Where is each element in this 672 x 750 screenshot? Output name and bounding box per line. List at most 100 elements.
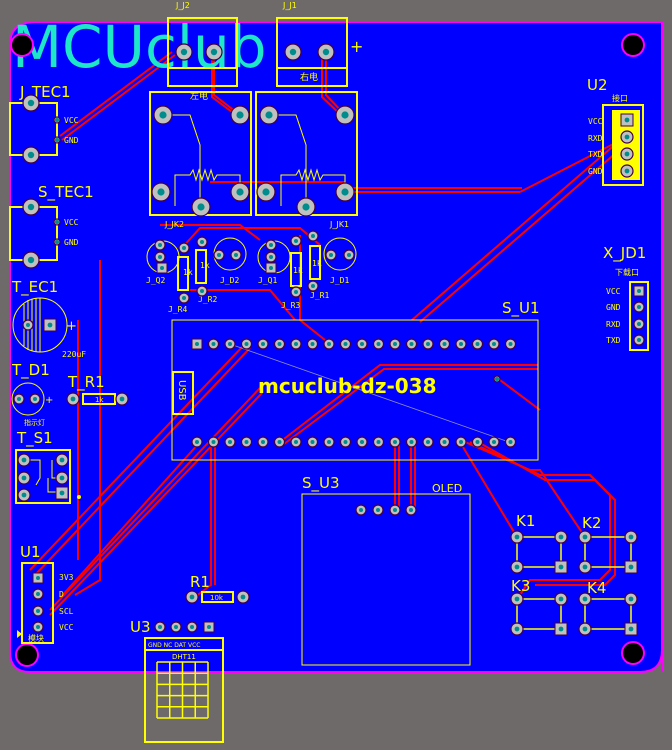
pad bbox=[335, 182, 355, 202]
pad bbox=[455, 338, 467, 350]
square-pad bbox=[554, 560, 568, 574]
j-r3-value: 1k bbox=[293, 266, 303, 275]
pad bbox=[405, 436, 418, 448]
pad bbox=[554, 530, 568, 544]
pad bbox=[510, 592, 524, 606]
square-pad bbox=[624, 560, 638, 574]
pad bbox=[53, 218, 61, 226]
square-pad bbox=[55, 486, 69, 500]
square-pad bbox=[624, 622, 638, 636]
pad bbox=[257, 338, 269, 350]
pad bbox=[356, 338, 368, 350]
pad bbox=[22, 94, 40, 112]
pad bbox=[307, 230, 319, 242]
pad bbox=[22, 251, 40, 269]
pad bbox=[306, 436, 319, 448]
s-u3-label: S_U3 bbox=[302, 474, 340, 493]
pad bbox=[488, 436, 500, 448]
pad bbox=[213, 249, 225, 261]
u3-label: U3 bbox=[130, 618, 151, 636]
u2-outline bbox=[602, 104, 644, 186]
square-pad bbox=[43, 318, 57, 332]
mcuclub-logo: MCUclub bbox=[12, 13, 267, 81]
j-r4-label: J_R4 bbox=[168, 305, 187, 314]
u1-outline bbox=[21, 562, 54, 644]
r1-label: R1 bbox=[190, 573, 210, 591]
pad bbox=[389, 338, 401, 350]
pad bbox=[196, 285, 208, 297]
pad bbox=[471, 436, 484, 448]
pad bbox=[257, 436, 269, 448]
pad bbox=[55, 471, 69, 485]
pad bbox=[578, 530, 592, 544]
pad bbox=[290, 235, 302, 247]
u1-pin-4: VCC bbox=[59, 623, 74, 632]
u1-label: U1 bbox=[20, 543, 41, 561]
x-jd1-pin-4: TXD bbox=[606, 336, 621, 345]
pad bbox=[493, 375, 501, 383]
u3-type: DHT11 bbox=[172, 653, 196, 661]
u2-label: U2 bbox=[587, 76, 608, 94]
pad bbox=[256, 182, 276, 202]
pad bbox=[633, 301, 645, 313]
j-jk1-symbol bbox=[271, 114, 346, 206]
pad bbox=[389, 504, 401, 516]
t-ec1-plus: + bbox=[66, 319, 77, 334]
pad bbox=[17, 488, 31, 502]
s-u1-usb-label: USB bbox=[176, 380, 187, 401]
pad bbox=[323, 338, 335, 350]
pad bbox=[343, 249, 355, 261]
pad bbox=[55, 453, 69, 467]
pad bbox=[578, 622, 592, 636]
pad bbox=[178, 242, 190, 254]
k2-label: K2 bbox=[582, 514, 601, 532]
pad bbox=[32, 605, 44, 617]
pad bbox=[175, 43, 193, 61]
t-d1-label: T_D1 bbox=[11, 361, 50, 380]
j-tec1-pin-gnd: GND bbox=[64, 136, 79, 145]
t-r1-body bbox=[82, 393, 116, 405]
pad bbox=[240, 436, 253, 448]
pad bbox=[290, 286, 302, 298]
j-q2-label: J_Q2 bbox=[146, 276, 165, 285]
u3-sensor-grid bbox=[156, 661, 209, 719]
pad bbox=[273, 436, 286, 448]
j-j1-plus: + bbox=[350, 37, 363, 56]
pad bbox=[620, 130, 634, 144]
square-pad bbox=[156, 262, 168, 274]
u1-note: 模块 bbox=[28, 633, 44, 643]
j-tec1-pin-vcc: VCC bbox=[64, 116, 79, 125]
square-pad bbox=[191, 338, 203, 350]
x-jd1-pin-1: VCC bbox=[606, 287, 621, 296]
u1-pin1-marker bbox=[17, 630, 22, 638]
pad bbox=[154, 251, 166, 263]
pad bbox=[372, 436, 385, 448]
pad bbox=[273, 338, 286, 350]
t-d1-plus: + bbox=[45, 395, 53, 406]
u2-pin-2: RXD bbox=[588, 134, 603, 143]
pad bbox=[22, 198, 40, 216]
pad bbox=[13, 393, 25, 405]
j-d2-label: J_D2 bbox=[220, 276, 239, 285]
pad bbox=[265, 239, 277, 251]
pad bbox=[290, 338, 302, 350]
pad bbox=[22, 146, 40, 164]
s-u1-usb-outline bbox=[172, 371, 194, 415]
x-jd1-label: X_JD1 bbox=[603, 244, 646, 263]
square-pad bbox=[203, 621, 215, 633]
pad bbox=[154, 239, 166, 251]
t-r1-value: 1k bbox=[95, 396, 104, 404]
pad bbox=[153, 105, 173, 125]
pad bbox=[471, 338, 484, 350]
mounting-holes bbox=[10, 33, 645, 667]
s-u3-type: OLED bbox=[432, 482, 462, 495]
x-jd1-note: 下载口 bbox=[615, 267, 639, 277]
s-u1-name: mcuclub-dz-038 bbox=[258, 374, 437, 398]
u3-outline bbox=[144, 637, 224, 743]
pad bbox=[53, 238, 61, 246]
j-j2-outline bbox=[167, 17, 238, 87]
j-jk1-label: J_JK1 bbox=[329, 220, 349, 229]
pad bbox=[317, 43, 335, 61]
